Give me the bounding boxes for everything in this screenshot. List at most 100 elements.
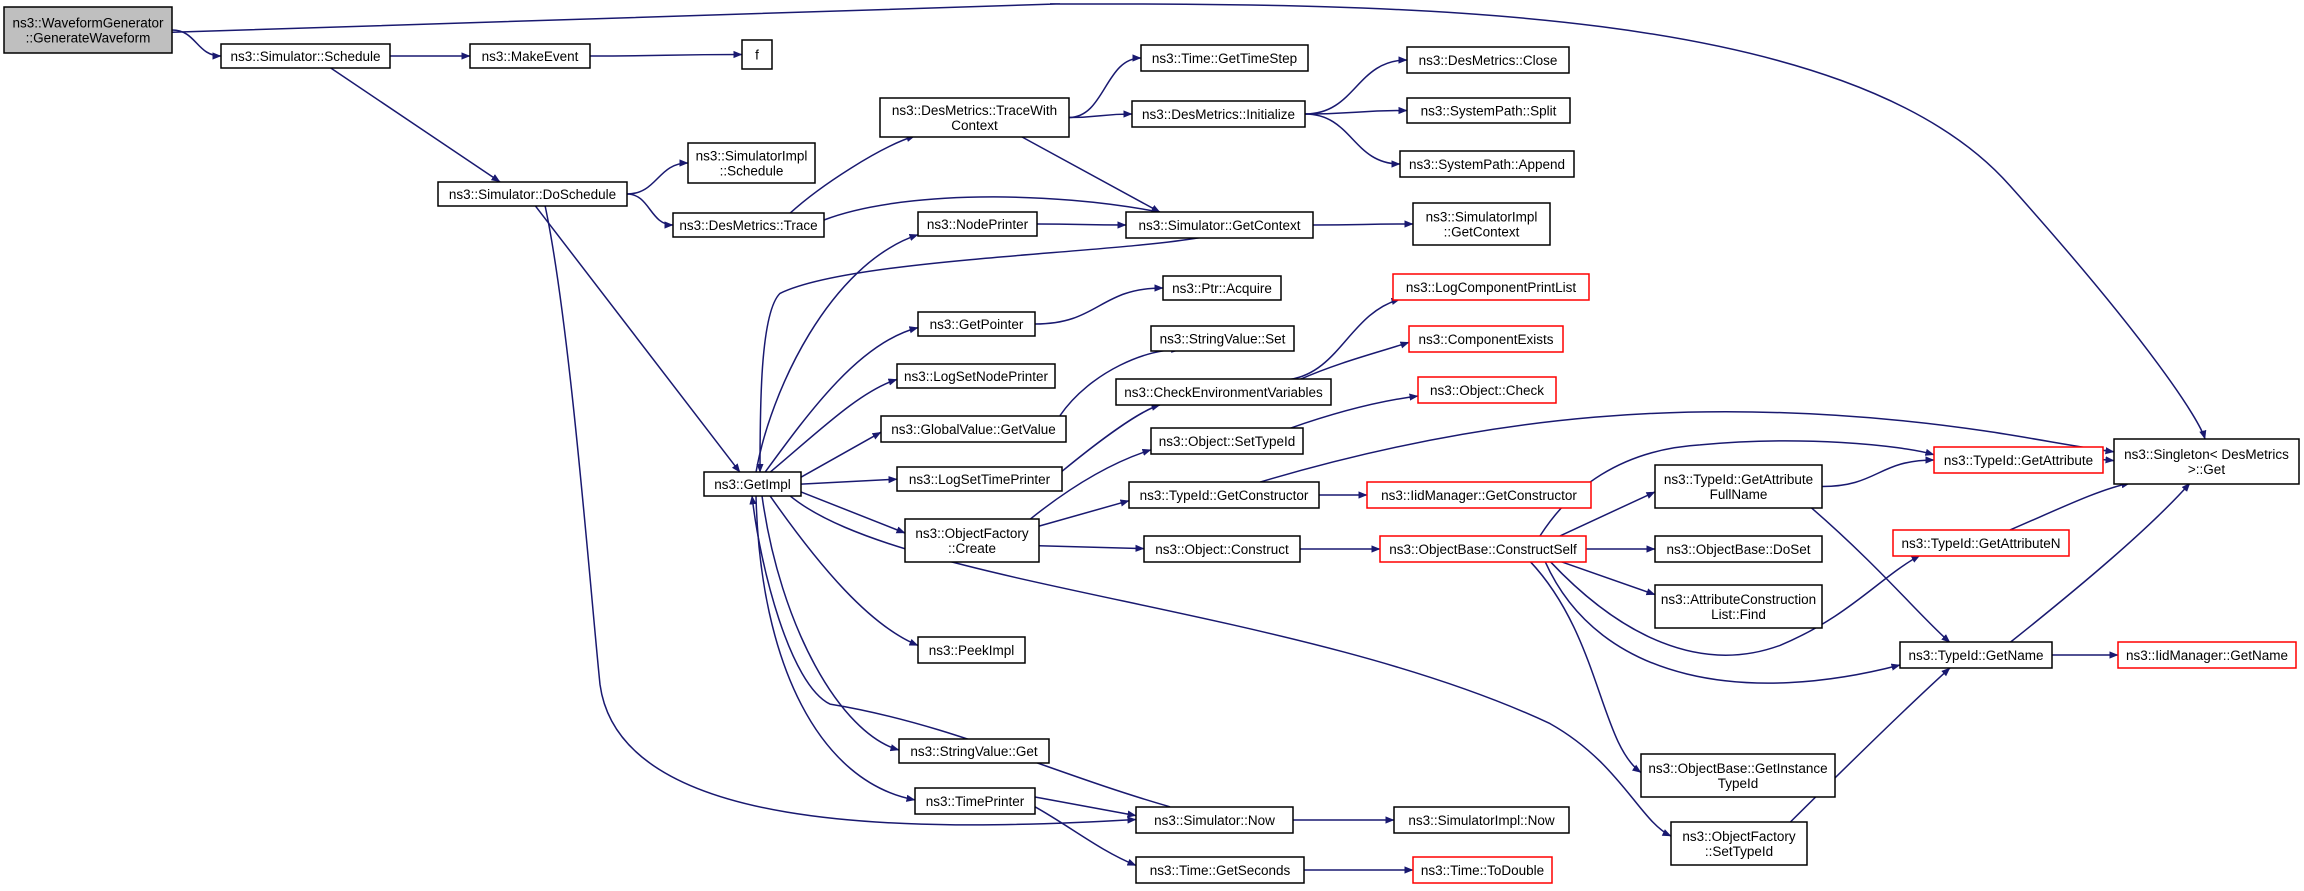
node-object-settypeid[interactable]: ns3::Object::SetTypeId [1150,427,1304,455]
node-box [1135,806,1294,834]
node-objectbase-doset[interactable]: ns3::ObjectBase::DoSet [1654,535,1823,563]
edge-sim-now-to-getimpl [749,495,1171,808]
node-box [1162,275,1282,301]
node-object-construct[interactable]: ns3::Object::Construct [1143,535,1301,563]
node-box [1379,535,1587,563]
node-box [2113,438,2300,485]
node-label: ns3::GlobalValue::GetValue [891,422,1056,437]
node-box [1899,641,2053,669]
node-logsettimeprinter[interactable]: ns3::LogSetTimePrinter [896,466,1063,492]
node-f[interactable]: f [741,39,773,70]
node-typeid-getattributen[interactable]: ns3::TypeId::GetAttributeN [1892,529,2070,557]
node-globalvalue-getvalue[interactable]: ns3::GlobalValue::GetValue [880,415,1067,443]
edge-getimpl-to-peekimpl [769,495,919,647]
nodes-layer: ns3::WaveformGenerator::GenerateWaveform… [3,6,2300,884]
node-label: ns3::DesMetrics::TraceWith [892,103,1057,118]
node-timeprinter[interactable]: ns3::TimePrinter [914,787,1036,815]
node-ptr-acquire[interactable]: ns3::Ptr::Acquire [1162,275,1282,301]
edge-objectbase-constructself-to-objectbase-getinstancetypeid [1529,560,1642,774]
node-typeid-getconstructor[interactable]: ns3::TypeId::GetConstructor [1128,481,1320,509]
node-typeid-getname[interactable]: ns3::TypeId::GetName [1899,641,2053,669]
node-label: FullName [1710,487,1768,502]
edge-desmetrics-initialize-to-desmetrics-close [1304,56,1408,115]
edge-checkenvvars-to-logcomponentprintlist [1289,297,1401,381]
node-logsetnodeprinter[interactable]: ns3::LogSetNodePrinter [896,363,1056,389]
node-desmetrics-trace[interactable]: ns3::DesMetrics::Trace [672,212,825,238]
node-box [1393,806,1570,834]
node-simulatorimpl-now[interactable]: ns3::SimulatorImpl::Now [1393,806,1570,834]
node-box [1125,211,1314,239]
node-systempath-append[interactable]: ns3::SystemPath::Append [1399,150,1575,178]
node-iidmanager-getname[interactable]: ns3::IidManager::GetName [2117,641,2297,669]
node-object-check[interactable]: ns3::Object::Check [1417,376,1557,404]
node-box [1654,584,1823,629]
node-label: ns3::Time::ToDouble [1421,863,1544,878]
edge-desmetrics-tracewithcontext-to-desmetrics-initialize [1068,110,1133,119]
edge-typeid-getattribute-to-singleton-get [2102,456,2115,464]
node-sim-doschedule[interactable]: ns3::Simulator::DoSchedule [437,181,628,207]
node-sim-getcontext[interactable]: ns3::Simulator::GetContext [1125,211,1314,239]
node-time-gettimestep[interactable]: ns3::Time::GetTimeStep [1140,44,1309,72]
node-time-todouble[interactable]: ns3::Time::ToDouble [1412,856,1553,884]
node-nodeprinter[interactable]: ns3::NodePrinter [917,211,1038,237]
node-getpointer[interactable]: ns3::GetPointer [917,311,1036,337]
edge-sim-doschedule-to-getimpl [534,204,741,473]
node-desmetrics-initialize[interactable]: ns3::DesMetrics::Initialize [1131,100,1306,128]
node-componentexists[interactable]: ns3::ComponentExists [1408,325,1564,353]
edge-objectbase-constructself-to-typeid-getname [1544,560,1901,684]
node-stringvalue-get[interactable]: ns3::StringValue::Get [898,738,1050,764]
node-simulatorimpl-schedule[interactable]: ns3::SimulatorImpl::Schedule [687,142,816,184]
node-checkenvvars[interactable]: ns3::CheckEnvironmentVariables [1115,378,1332,406]
node-stringvalue-set[interactable]: ns3::StringValue::Set [1150,325,1295,352]
node-objectfactory-create[interactable]: ns3::ObjectFactory::Create [904,518,1040,563]
node-make-event[interactable]: ns3::MakeEvent [469,43,591,69]
node-iidmanager-getconstructor[interactable]: ns3::IidManager::GetConstructor [1366,481,1592,509]
node-label: ns3::PeekImpl [929,643,1015,658]
node-objectfactory-settypeid[interactable]: ns3::ObjectFactory::SetTypeId [1670,821,1808,866]
edge-getimpl-to-logsetnodeprinter [769,378,898,473]
node-sim-now[interactable]: ns3::Simulator::Now [1135,806,1294,834]
node-getimpl[interactable]: ns3::GetImpl [703,471,802,497]
node-label: ns3::SystemPath::Append [1409,157,1565,172]
edge-sim-doschedule-to-desmetrics-trace [626,193,674,229]
node-label: ns3::TypeId::GetConstructor [1140,488,1309,503]
node-label: ::Create [948,541,996,556]
node-generate-waveform[interactable]: ns3::WaveformGenerator::GenerateWaveform [3,6,173,54]
node-label: ns3::TypeId::GetAttributeN [1901,536,2060,551]
node-label: ns3::StringValue::Set [1160,332,1286,347]
node-systempath-split[interactable]: ns3::SystemPath::Split [1406,97,1571,124]
node-box [1933,446,2104,474]
node-time-getseconds[interactable]: ns3::Time::GetSeconds [1135,856,1305,884]
node-sim-schedule[interactable]: ns3::Simulator::Schedule [220,43,391,69]
edge-objectbase-constructself-to-attributeconstructionlist-find [1559,560,1656,596]
node-logcomponentprintlist[interactable]: ns3::LogComponentPrintList [1392,273,1590,301]
edge-objectfactory-create-to-object-construct [1038,544,1145,552]
node-label: ns3::DesMetrics::Close [1419,53,1558,68]
edge-objectfactory-create-to-object-settypeid [1029,448,1152,520]
edge-object-settypeid-to-object-check [1289,393,1419,430]
node-label: ns3::TypeId::GetAttribute [1664,472,1813,487]
node-singleton-get[interactable]: ns3::Singleton< DesMetrics>::Get [2113,438,2300,485]
node-objectbase-constructself[interactable]: ns3::ObjectBase::ConstructSelf [1379,535,1587,563]
node-peekimpl[interactable]: ns3::PeekImpl [917,636,1026,664]
node-simulatorimpl-getcontext[interactable]: ns3::SimulatorImpl::GetContext [1412,202,1551,246]
edge-checkenvvars-to-componentexists [1299,341,1410,381]
edge-desmetrics-trace-to-desmetrics-tracewithcontext [789,134,916,214]
edge-objectbase-constructself-to-typeid-getattributen [1549,554,1921,656]
node-label: ns3::Object::Check [1430,383,1544,398]
node-box [1412,202,1551,246]
node-label: ns3::LogSetNodePrinter [904,369,1049,384]
node-label: ns3::MakeEvent [482,49,579,64]
node-label: ns3::DesMetrics::Trace [679,218,817,233]
node-label: ns3::StringValue::Get [910,744,1038,759]
node-box [1135,856,1305,884]
node-label: ns3::Time::GetSeconds [1150,863,1291,878]
edge-desmetrics-initialize-to-systempath-split [1304,106,1408,115]
node-box [3,6,173,54]
node-desmetrics-close[interactable]: ns3::DesMetrics::Close [1406,46,1570,74]
node-typeid-getattribute[interactable]: ns3::TypeId::GetAttribute [1933,446,2104,474]
